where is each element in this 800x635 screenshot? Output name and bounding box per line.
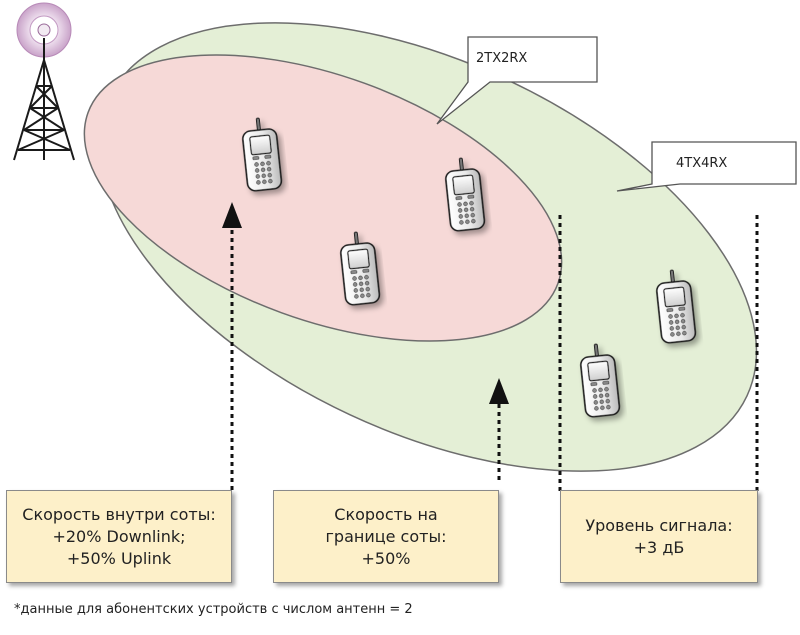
callout-2tx2rx-label: 2TX2RX [476,51,527,66]
callout-2tx2rx: 2TX2RX [436,36,598,125]
edge-speed-line-3: +50% [361,548,411,568]
arrow-inner-speed [222,202,242,490]
callout-4tx4rx-label: 4TX4RX [676,156,727,171]
callout-4tx4rx: 4TX4RX [616,141,797,192]
inner-coverage-ellipse [83,54,563,342]
signal-level-line-1: Уровень сигнала: [585,515,733,535]
inner-speed-line-1: Скорость внутри соты: [22,504,216,524]
edge-speed-box: Скорость на границе соты: +50% [273,490,499,583]
inner-speed-line-3: +50% Uplink [66,548,172,568]
edge-speed-line-1: Скорость на [334,504,438,524]
edge-speed-line-2: границе соты: [325,526,447,546]
signal-level-box: Уровень сигнала: +3 дБ [560,490,758,583]
arrow-edge-speed [489,378,509,480]
footnote: *данные для абонентских устройств с числ… [14,602,413,617]
inner-speed-box: Скорость внутри соты: +20% Downlink; +50… [6,490,232,583]
inner-speed-line-2: +20% Downlink; [52,526,186,546]
antenna-tower-icon [13,2,75,161]
signal-level-line-2: +3 дБ [633,537,685,557]
